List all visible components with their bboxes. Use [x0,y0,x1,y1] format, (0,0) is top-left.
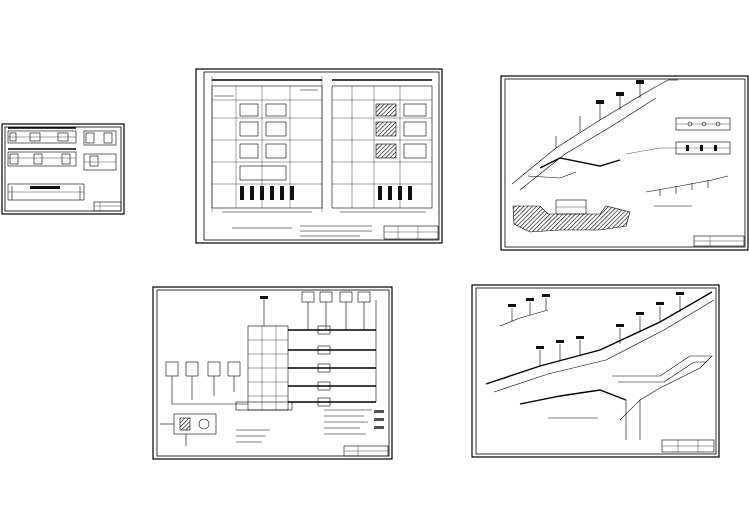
sheet-4[interactable] [152,286,393,460]
sheet-1-detail-right [83,130,117,171]
sheet-2[interactable] [195,68,443,244]
sheet-3[interactable] [500,75,749,251]
sheet-1[interactable] [1,123,125,215]
sheet-3-title-block [693,235,745,247]
sheet-4-title-block [343,445,389,457]
sheet-4-left-units [165,361,248,405]
sheet-5-title-block [661,439,715,453]
sheet-4-equipment-detail [160,413,217,446]
sheet-5-lower-zigzag [519,355,713,440]
sheet-5[interactable] [471,284,720,458]
sheet-1-elevation-c [7,183,85,201]
sheet-3-section-view [512,199,631,233]
sheet-4-top-equipment [260,291,371,330]
sheet-1-elevation-b [7,148,77,167]
sheet-2-title-block [383,225,439,240]
sheet-1-elevation-a [7,127,77,144]
sheet-2-notes [232,225,372,237]
sheet-3-detail-boxes [625,117,731,155]
sheet-3-isometric-main [511,79,678,191]
sheet-2-plan-left [211,76,323,213]
sheet-4-horizontal-branches [288,300,377,407]
sheet-4-legend-notes [236,409,384,443]
sheet-2-plan-right [331,79,433,213]
sheet-1-title-block [93,201,122,212]
sheet-5-isometric-main [485,291,715,393]
sheet-3-branch-diagram [645,175,729,207]
sheet-5-upper-left-branch [499,294,550,327]
